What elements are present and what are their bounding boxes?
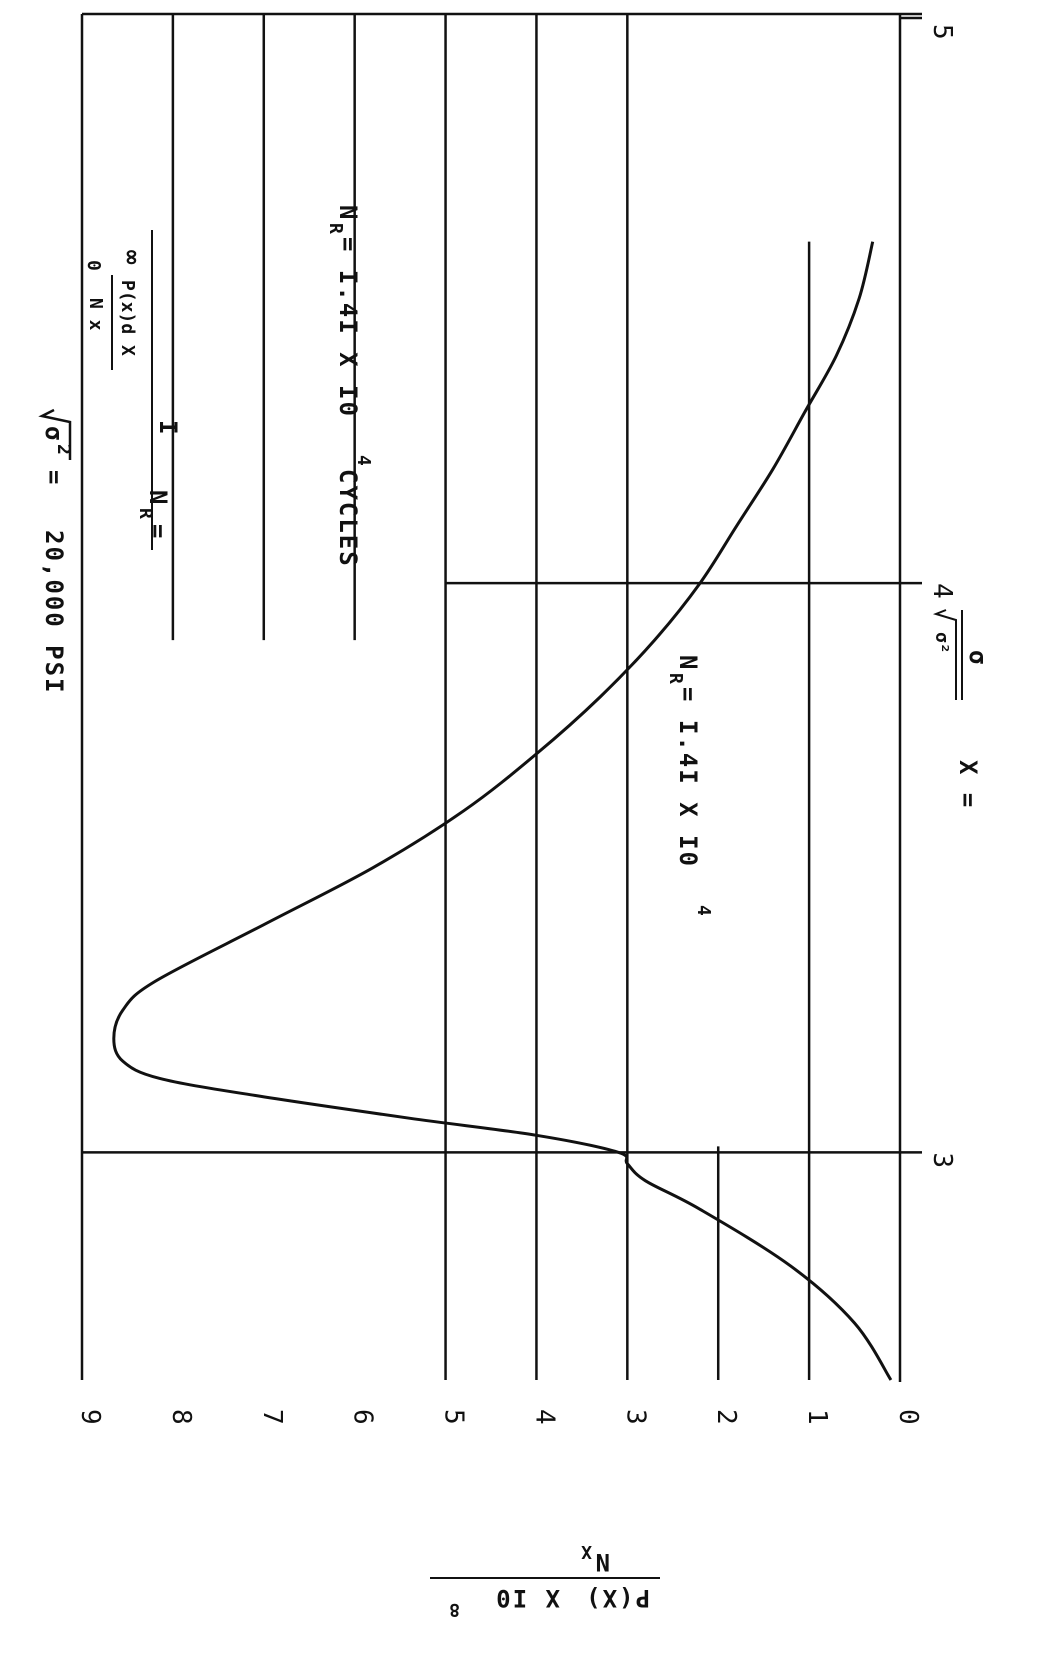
svg-text:=: = [40,470,68,486]
nr-value-cycles: N R = I.4I X I0 4 CYCLES [325,205,374,568]
x-axis-label: X = σ σ² [931,609,992,809]
y-tick-label-5: 5 [439,1409,469,1425]
series-curve [112,241,893,1381]
nr-value: N R = I.4I X I0 4 [665,655,714,916]
title-sigma: σ [40,426,68,442]
chart-title: σ 2 = 20,000 PSI [38,408,74,695]
formula-eq: = [144,524,172,540]
y-tick-label-2: 2 [711,1409,741,1425]
svg-text:N: N [594,1548,610,1576]
svg-text:σ²: σ² [931,632,952,654]
y-tick-label-4: 4 [529,1409,559,1425]
svg-text:X =: X = [954,760,982,809]
y-tick-label-3: 3 [620,1409,650,1425]
tick-labels: 0 1 2 3 4 5 6 7 8 9 3 4 5 [75,24,957,1425]
svg-text:N: N [334,205,362,221]
formula-inf: ∞ [118,250,146,266]
formula-sub: R [135,508,156,519]
y-tick-label-8: 8 [166,1409,196,1425]
y-tick-label-1: 1 [802,1409,832,1425]
formula-integrand: P(x)d X [117,280,138,356]
y-tick-label-0: 0 [893,1409,923,1425]
svg-text:R: R [665,673,686,684]
x-tick-label-4: 4 [927,583,957,599]
x-tick-label-3: 3 [927,1152,957,1168]
svg-text:CYCLES: CYCLES [334,469,362,568]
nr-formula: N R = I ∞ 0 P(x)d X N x [83,230,182,550]
y-tick-label-7: 7 [257,1409,287,1425]
svg-text:4: 4 [353,455,374,466]
svg-text:P(X): P(X) [584,1584,650,1612]
formula-lower: 0 [83,260,104,271]
svg-text:4: 4 [693,905,714,916]
x-tick-label-5: 5 [927,24,957,40]
plot-area [80,12,922,1382]
svg-text:R: R [325,223,346,234]
y-tick-label-6: 6 [348,1409,378,1425]
svg-text:X I0: X I0 [494,1584,560,1612]
formula-denominator: N x [85,298,106,331]
svg-text:X: X [581,1541,592,1562]
svg-text:= I.4I X I0: = I.4I X I0 [334,237,362,418]
title-value: 20,000 PSI [40,530,68,695]
formula-n: N [144,490,172,506]
svg-text:σ: σ [964,650,992,666]
formula-numerator: I [154,420,182,436]
svg-text:2: 2 [53,444,74,455]
y-tick-label-9: 9 [75,1409,105,1425]
svg-text:= I.4I X I0: = I.4I X I0 [674,687,702,868]
y-axis-label: P(X) X I0 8 N X [430,1541,660,1620]
svg-text:N: N [674,655,702,671]
svg-text:8: 8 [449,1599,460,1620]
